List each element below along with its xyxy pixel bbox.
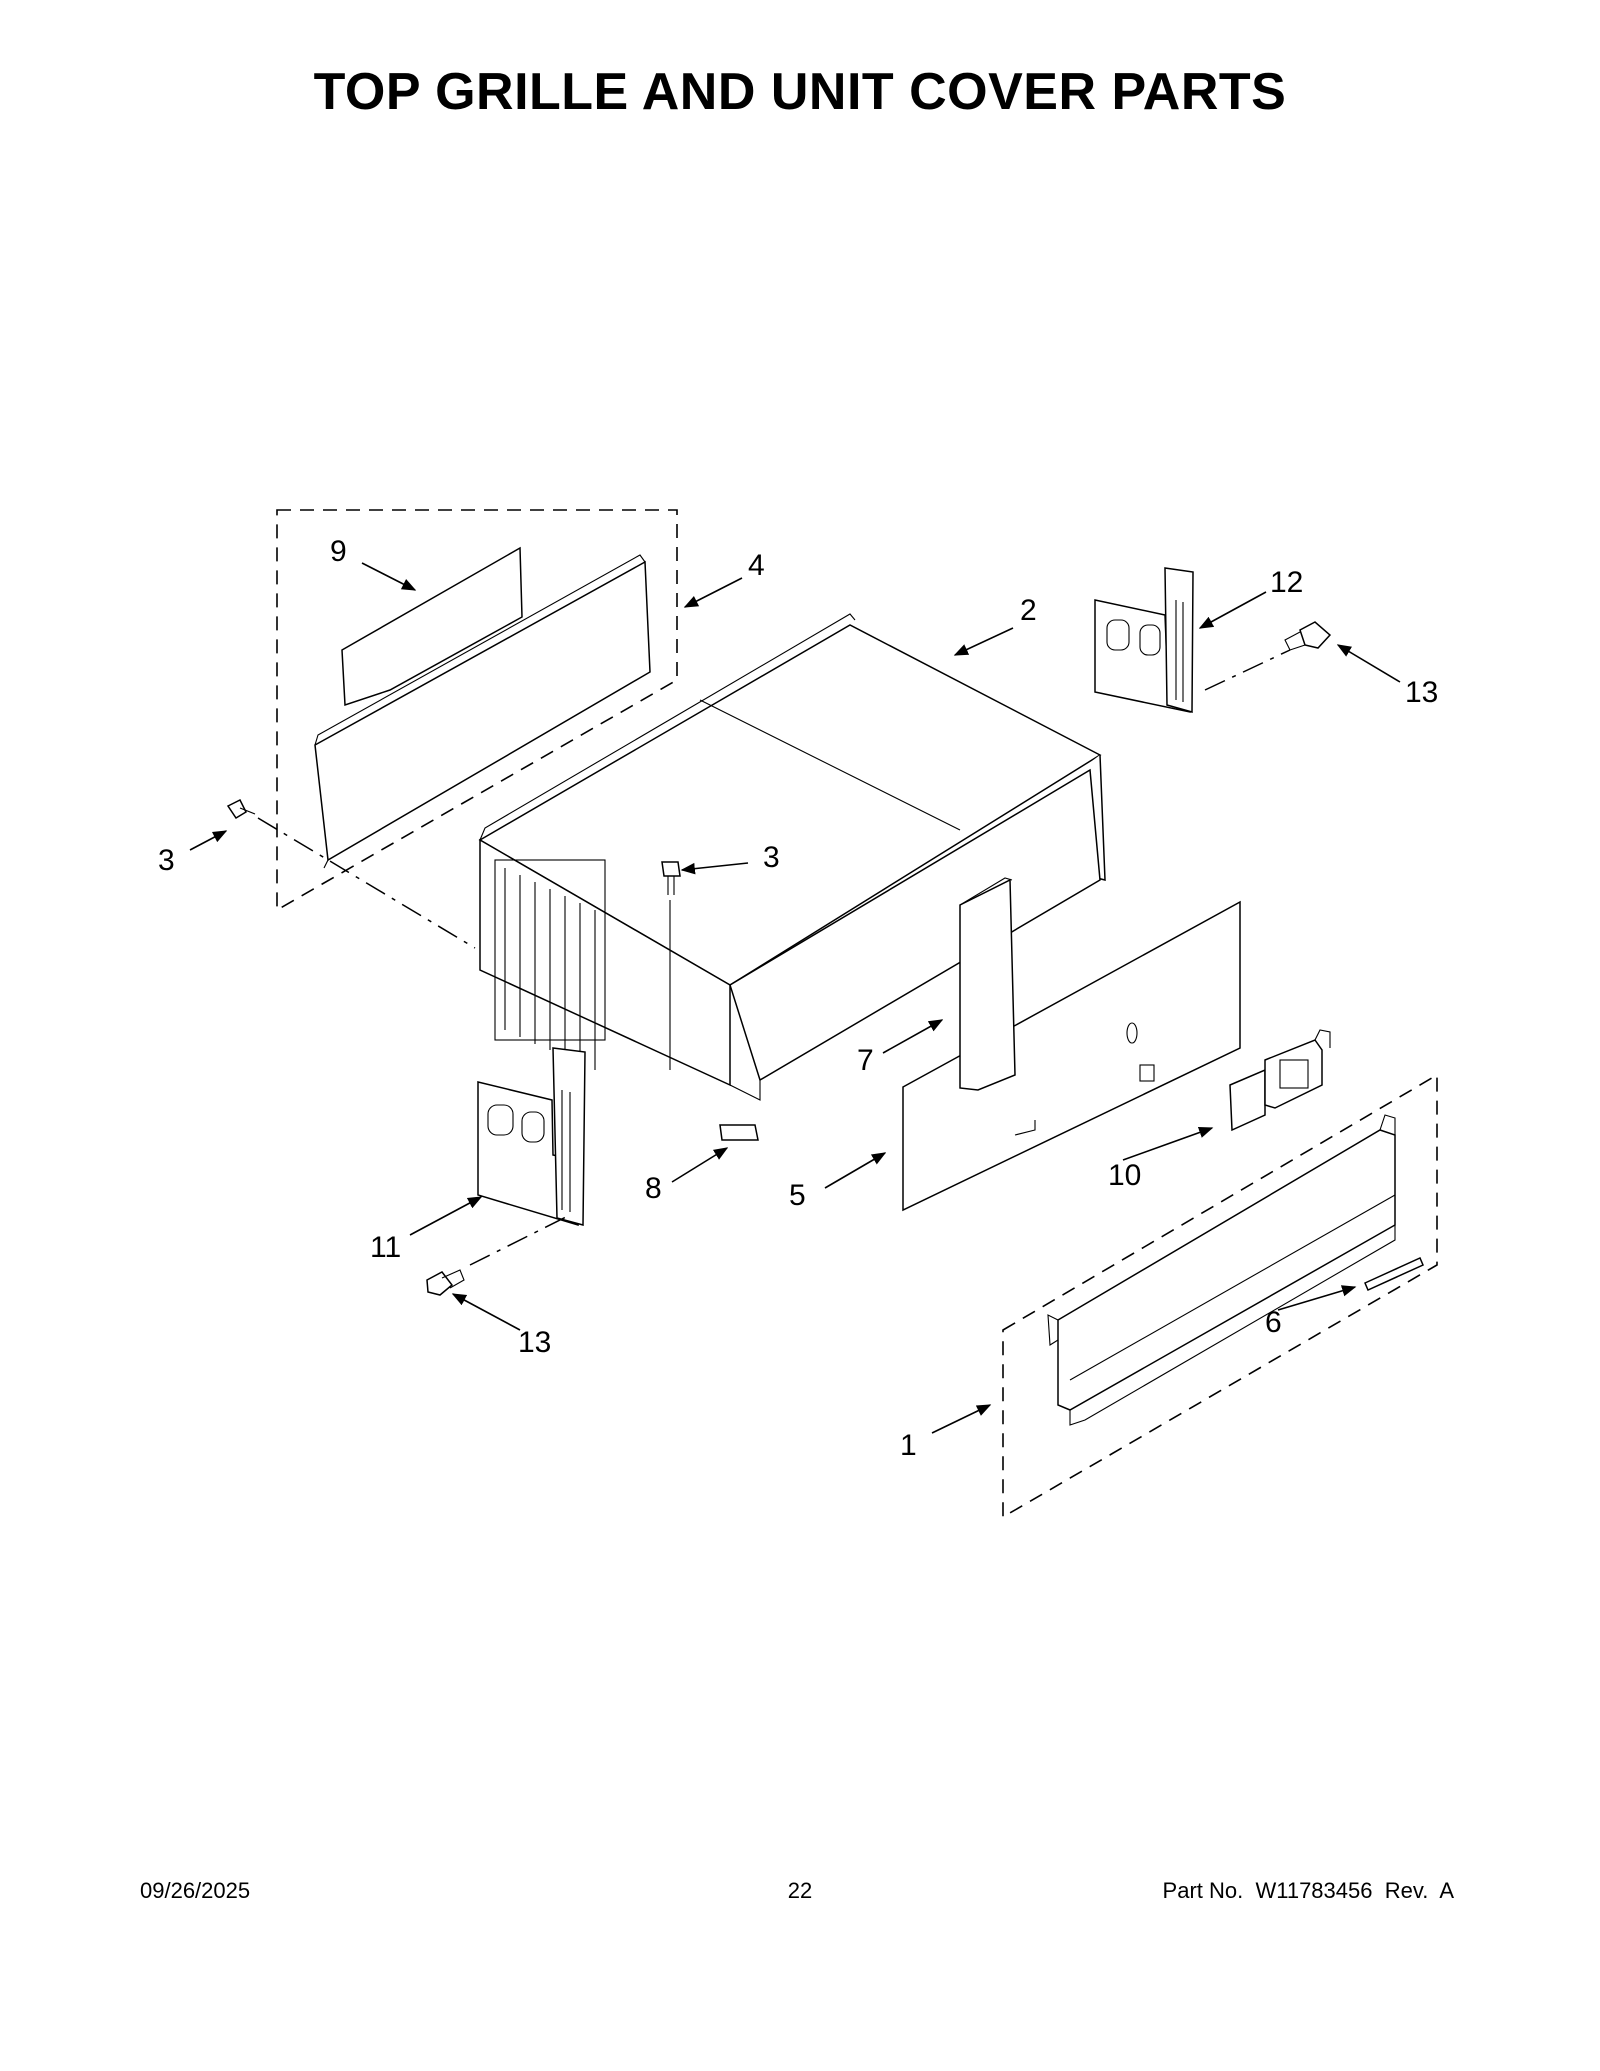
callout-3-left: 3 [158, 844, 175, 877]
callout-2: 2 [1020, 594, 1037, 627]
screw-13-lower [426, 1269, 465, 1296]
screw-3-center [661, 861, 681, 895]
callout-9: 9 [330, 535, 347, 568]
callout-arrows [189, 562, 1401, 1434]
footer-date: 09/26/2025 [140, 1878, 251, 1903]
badge-6-part [1364, 1257, 1424, 1291]
callout-5: 5 [789, 1179, 806, 1212]
front-grille-assembly-group [1002, 1073, 1438, 1519]
callout-13-upper: 13 [1405, 676, 1438, 709]
screw-13-upper [1284, 621, 1332, 651]
callout-12: 12 [1270, 566, 1303, 599]
callout-10: 10 [1108, 1159, 1141, 1192]
callout-4: 4 [748, 549, 765, 582]
callout-1: 1 [900, 1429, 917, 1462]
page-title: TOP GRILLE AND UNIT COVER PARTS [313, 63, 1287, 121]
top-grille-assembly-group [276, 509, 678, 912]
callout-11: 11 [370, 1231, 401, 1264]
bracket-10-part [1229, 1029, 1331, 1132]
bracket-11-part [469, 1047, 586, 1266]
callout-8: 8 [645, 1172, 662, 1205]
unit-cover-part [478, 613, 1106, 1101]
footer-page-number: 22 [787, 1878, 813, 1903]
callout-13-lower: 13 [518, 1326, 551, 1359]
callout-labels: 9 4 2 12 13 3 3 7 5 10 8 11 13 6 1 [158, 535, 1438, 1462]
rear-panel-part [902, 900, 1241, 1212]
footer-part-number: Part No. W11783456 Rev. A [1162, 1878, 1454, 1903]
screw-3-left [226, 798, 256, 820]
bracket-12-part [1094, 567, 1291, 713]
callout-6: 6 [1265, 1306, 1282, 1339]
callout-3-center: 3 [763, 841, 780, 874]
label-9-part [341, 546, 523, 707]
clip-8-part [719, 1124, 759, 1141]
callout-7: 7 [857, 1044, 874, 1077]
bracket-7-part [959, 878, 1016, 1091]
